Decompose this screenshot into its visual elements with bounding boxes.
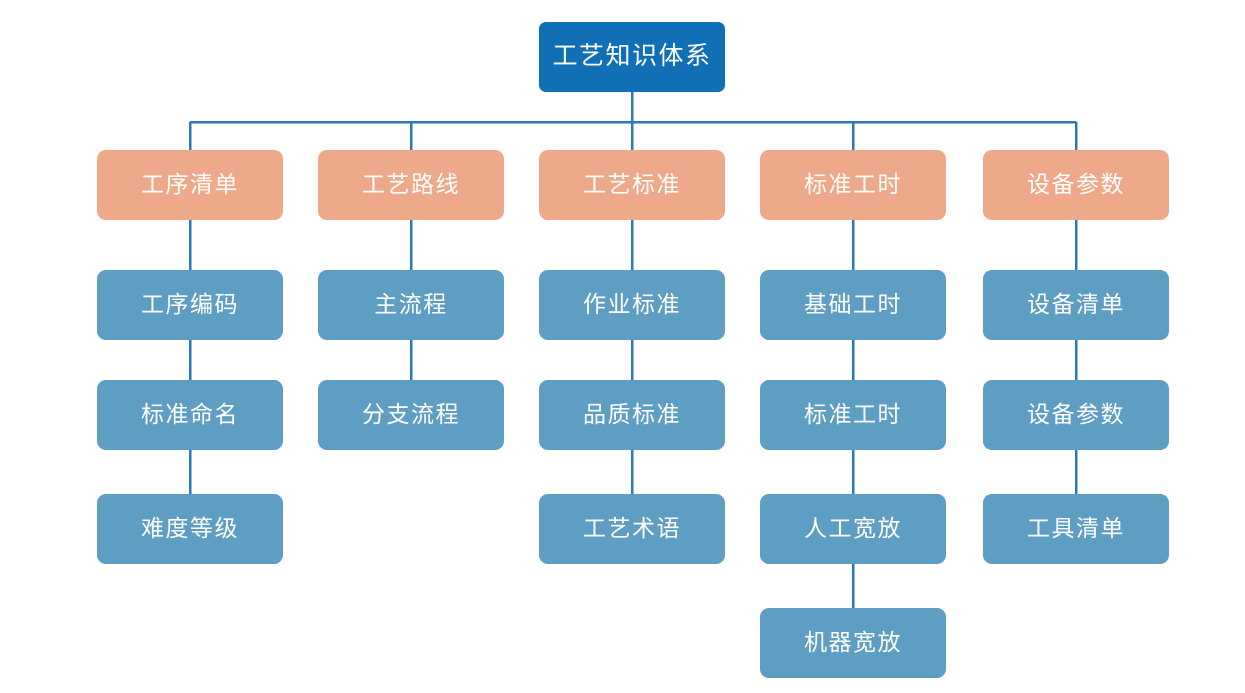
branch-node-3[interactable]: 工艺标准 xyxy=(539,150,725,220)
leaf-node-c1-r2[interactable]: 标准命名 xyxy=(97,380,283,450)
branch-node-2[interactable]: 工艺路线 xyxy=(318,150,504,220)
leaf-node-c5-r2[interactable]: 设备参数 xyxy=(983,380,1169,450)
leaf-node-c2-r2[interactable]: 分支流程 xyxy=(318,380,504,450)
leaf-node-c5-r3[interactable]: 工具清单 xyxy=(983,494,1169,564)
leaf-node-c2-r1[interactable]: 主流程 xyxy=(318,270,504,340)
leaf-node-c4-r1[interactable]: 基础工时 xyxy=(760,270,946,340)
branch-node-4[interactable]: 标准工时 xyxy=(760,150,946,220)
branch-node-1[interactable]: 工序清单 xyxy=(97,150,283,220)
leaf-node-c4-r4[interactable]: 机器宽放 xyxy=(760,608,946,678)
leaf-node-c1-r1[interactable]: 工序编码 xyxy=(97,270,283,340)
leaf-node-c5-r1[interactable]: 设备清单 xyxy=(983,270,1169,340)
leaf-node-c3-r3[interactable]: 工艺术语 xyxy=(539,494,725,564)
leaf-node-c4-r2[interactable]: 标准工时 xyxy=(760,380,946,450)
leaf-node-c3-r2[interactable]: 品质标准 xyxy=(539,380,725,450)
branch-node-5[interactable]: 设备参数 xyxy=(983,150,1169,220)
leaf-node-c4-r3[interactable]: 人工宽放 xyxy=(760,494,946,564)
root-node[interactable]: 工艺知识体系 xyxy=(539,22,725,92)
leaf-node-c1-r3[interactable]: 难度等级 xyxy=(97,494,283,564)
leaf-node-c3-r1[interactable]: 作业标准 xyxy=(539,270,725,340)
